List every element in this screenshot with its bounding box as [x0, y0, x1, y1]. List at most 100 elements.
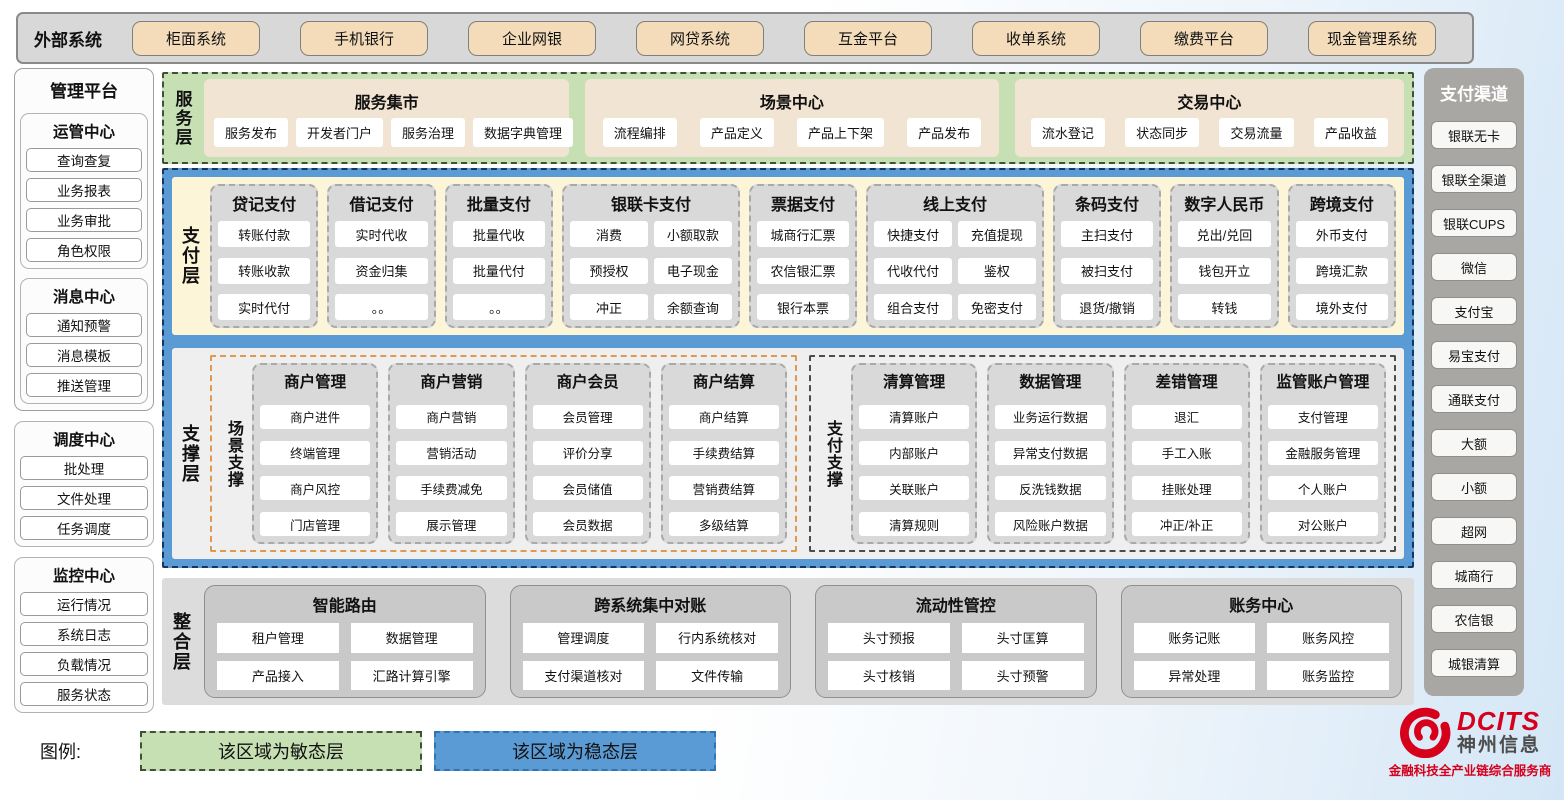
integration-module-box: 汇路计算引擎	[350, 660, 473, 690]
group-title: 场景中心	[759, 95, 824, 112]
management-module-box: 任务调度	[20, 516, 148, 540]
payment-module-box: 退货/撤销	[1060, 294, 1154, 320]
support-section: 支付支撑清算管理清算账户内部账户关联账户清算规则数据管理业务运行数据异常支付数据…	[809, 355, 1396, 552]
stable-region: 支付层 贷记支付转账付款转账收款实时代付借记支付实时代收资金归集。。批量支付批量…	[162, 168, 1414, 568]
integration-group: 智能路由租户管理数据管理产品接入汇路计算引擎	[204, 585, 486, 698]
management-platform-panel: 管理平台 运管中心查询查复业务报表业务审批角色权限消息中心通知预警消息模板推送管…	[14, 68, 154, 411]
management-module-box: 通知预警	[26, 313, 142, 337]
management-section: 调度中心批处理文件处理任务调度	[14, 421, 154, 547]
payment-module-box: 。。	[335, 294, 428, 320]
group-title: 线上支付	[923, 197, 988, 214]
payment-module-box: 境外支付	[1295, 294, 1388, 320]
management-section: 运管中心查询查复业务报表业务审批角色权限	[20, 113, 148, 269]
payment-channels-title: 支付渠道	[1440, 85, 1508, 104]
payment-group: 条码支付主扫支付被扫支付退货/撤销	[1052, 184, 1162, 328]
support-module-box: 反洗钱数据	[995, 476, 1106, 501]
group-title: 批量支付	[466, 197, 531, 214]
payment-module-box: 组合支付	[874, 294, 952, 320]
support-group: 商户管理商户进件终端管理商户风控门店管理	[252, 363, 379, 544]
management-section-title: 消息中心	[52, 289, 115, 306]
support-module-box: 清算账户	[859, 404, 970, 429]
management-module-box: 查询查复	[26, 148, 142, 172]
payment-group-items: 主扫支付被扫支付退货/撤销	[1060, 221, 1154, 320]
payment-module-box: 实时代收	[335, 221, 428, 247]
integration-module-box: 账务记账	[1133, 623, 1256, 653]
service-group: 交易中心流水登记状态同步交易流量产品收益	[1014, 79, 1404, 157]
payment-module-box: 冲正	[570, 294, 648, 320]
group-title: 商户营销	[420, 374, 483, 391]
payment-group: 银联卡支付消费小额取款预授权电子现金冲正余额查询	[562, 184, 740, 328]
group-title: 借记支付	[349, 197, 414, 214]
support-module-box: 会员数据	[532, 512, 643, 536]
support-module-box: 终端管理	[260, 440, 371, 465]
integration-group-items: 账务记账账务风控异常处理账务监控	[1133, 623, 1389, 690]
service-module-box: 服务治理	[391, 118, 466, 147]
support-module-box: 挂账处理	[1131, 476, 1242, 501]
payment-group: 借记支付实时代收资金归集。。	[327, 184, 436, 328]
group-title: 贷记支付	[232, 197, 297, 214]
payment-layer-label: 支付层	[180, 226, 200, 286]
external-system-box: 互金平台	[804, 20, 932, 56]
support-layer-label: 支撑层	[180, 423, 200, 484]
external-system-box: 企业网银	[468, 20, 596, 56]
integration-group: 跨系统集中对账管理调度行内系统核对支付渠道核对文件传输	[509, 585, 791, 698]
payment-layer: 支付层 贷记支付转账付款转账收款实时代付借记支付实时代收资金归集。。批量支付批量…	[172, 177, 1404, 335]
group-title: 账务中心	[1229, 598, 1294, 615]
integration-module-box: 头寸核销	[828, 660, 950, 690]
payment-module-box: 代收代付	[874, 257, 952, 284]
payment-channel-box: 农信银	[1431, 605, 1517, 633]
support-module-box: 金融服务管理	[1267, 440, 1378, 465]
payment-channel-box: 易宝支付	[1431, 341, 1517, 369]
payment-module-box: 鉴权	[958, 257, 1036, 284]
group-title: 商户会员	[556, 374, 619, 391]
management-module-box: 运行情况	[20, 592, 148, 616]
integration-module-box: 支付渠道核对	[522, 660, 645, 690]
support-module-box: 会员管理	[532, 404, 643, 429]
dcits-brand-text: DCITS	[1456, 706, 1540, 737]
service-module-box: 产品收益	[1313, 118, 1388, 147]
support-group: 商户会员会员管理评价分享会员储值会员数据	[524, 363, 651, 544]
group-title: 商户管理	[284, 374, 347, 391]
support-module-box: 门店管理	[260, 512, 371, 536]
legend-label: 图例:	[40, 742, 82, 762]
support-section-groups: 商户管理商户进件终端管理商户风控门店管理商户营销商户营销营销活动手续费减免展示管…	[252, 363, 787, 544]
management-section: 消息中心通知预警消息模板推送管理	[20, 278, 148, 404]
group-title: 监管账户管理	[1276, 374, 1370, 391]
support-section-label: 支付支撑	[824, 419, 841, 488]
payment-group-items: 快捷支付充值提现代收代付鉴权组合支付免密支付	[874, 221, 1036, 320]
service-module-box: 流水登记	[1030, 118, 1105, 147]
support-module-box: 关联账户	[859, 476, 970, 501]
support-group: 清算管理清算账户内部账户关联账户清算规则	[851, 363, 978, 544]
integration-module-box: 头寸预报	[828, 623, 950, 653]
payment-channel-box: 通联支付	[1431, 385, 1517, 413]
payment-module-box: 实时代付	[218, 294, 311, 320]
service-module-box: 产品发布	[907, 118, 982, 147]
payment-group: 数字人民币兑出/兑回钱包开立转钱	[1170, 184, 1279, 328]
support-module-box: 展示管理	[396, 512, 507, 536]
dcits-logo-names: DCITS 神州信息	[1457, 707, 1541, 756]
support-module-box: 商户营销	[396, 404, 507, 429]
payment-group: 跨境支付外币支付跨境汇款境外支付	[1287, 184, 1396, 328]
payment-layer-groups: 贷记支付转账付款转账收款实时代付借记支付实时代收资金归集。。批量支付批量代收批量…	[210, 184, 1396, 328]
external-system-box: 现金管理系统	[1308, 20, 1436, 56]
external-system-box: 缴费平台	[1140, 20, 1268, 56]
payment-module-box: 主扫支付	[1060, 221, 1154, 247]
service-module-box: 数据字典管理	[473, 118, 574, 147]
management-module-box: 服务状态	[20, 682, 148, 706]
external-system-box: 柜面系统	[132, 20, 260, 56]
payment-group: 票据支付城商行汇票农信银汇票银行本票	[748, 184, 858, 328]
integration-layer-label: 整合层	[171, 611, 191, 672]
payment-module-box: 钱包开立	[1178, 257, 1271, 284]
payment-group: 批量支付批量代收批量代付。。	[444, 184, 554, 328]
service-module-box: 服务发布	[214, 118, 289, 147]
management-module-box: 系统日志	[20, 622, 148, 646]
payment-module-box: 免密支付	[958, 294, 1036, 320]
service-module-box: 流程编排	[602, 118, 677, 147]
payment-module-box: 小额取款	[653, 221, 732, 247]
integration-group: 流动性管控头寸预报头寸匡算头寸核销头寸预警	[815, 585, 1097, 698]
payment-module-box: 转钱	[1178, 294, 1271, 320]
group-title: 服务集市	[354, 95, 419, 112]
management-section-title: 调度中心	[52, 432, 115, 449]
payment-group: 线上支付快捷支付充值提现代收代付鉴权组合支付免密支付	[866, 184, 1044, 328]
payment-module-box: 消费	[570, 221, 648, 247]
